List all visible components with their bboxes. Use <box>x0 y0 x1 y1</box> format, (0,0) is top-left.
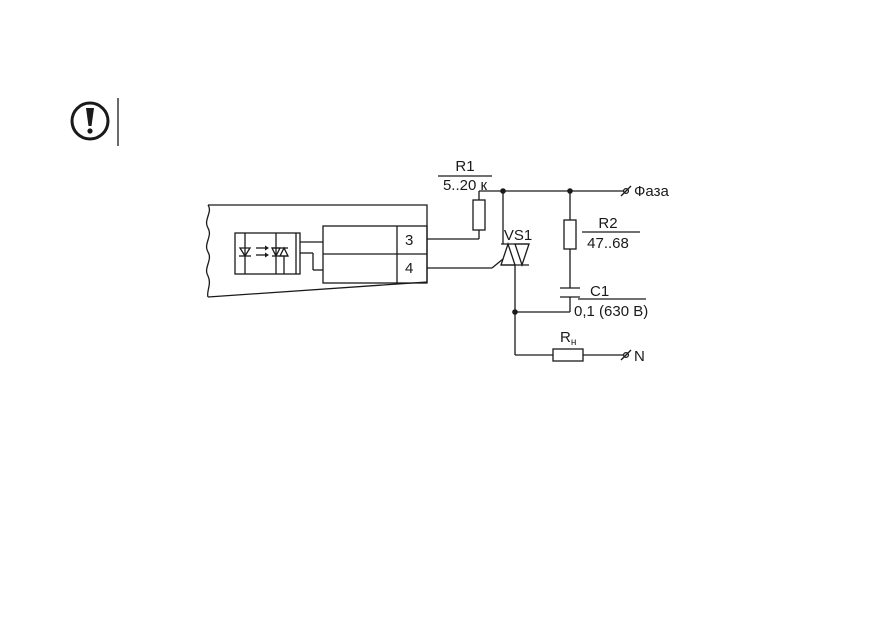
capacitor-c1: C1 0,1 (630 В) <box>560 283 648 320</box>
resistor-r2: R2 47..68 <box>563 215 640 252</box>
vs1-name: VS1 <box>504 227 532 244</box>
r1-name: R1 <box>455 158 474 175</box>
c1-name: C1 <box>590 283 609 300</box>
r2-name: R2 <box>598 215 617 232</box>
rn-name: R <box>560 329 571 346</box>
neutral-terminal: N <box>620 348 645 365</box>
triac-vs1: VS1 <box>500 227 532 268</box>
r1-value: 5..20 к <box>443 177 488 194</box>
rn-subscript: н <box>571 337 577 348</box>
terminal-3-label: 3 <box>405 232 413 249</box>
junction-dots <box>500 188 573 315</box>
resistor-r1: R1 5..20 к <box>438 158 492 231</box>
resistor-rn: Rн <box>552 329 584 362</box>
exclamation-circle-icon <box>70 101 110 141</box>
wires <box>427 190 626 356</box>
terminal-4-label: 4 <box>405 260 413 277</box>
terminal-block: 3 4 <box>322 225 428 284</box>
c1-value: 0,1 (630 В) <box>574 303 648 320</box>
r2-value: 47..68 <box>587 235 629 252</box>
phase-terminal: Фаза <box>620 183 669 200</box>
neutral-label: N <box>634 348 645 365</box>
phase-label: Фаза <box>634 183 669 200</box>
optocoupler <box>234 232 323 275</box>
svg-text:Rн: Rн <box>560 329 576 348</box>
